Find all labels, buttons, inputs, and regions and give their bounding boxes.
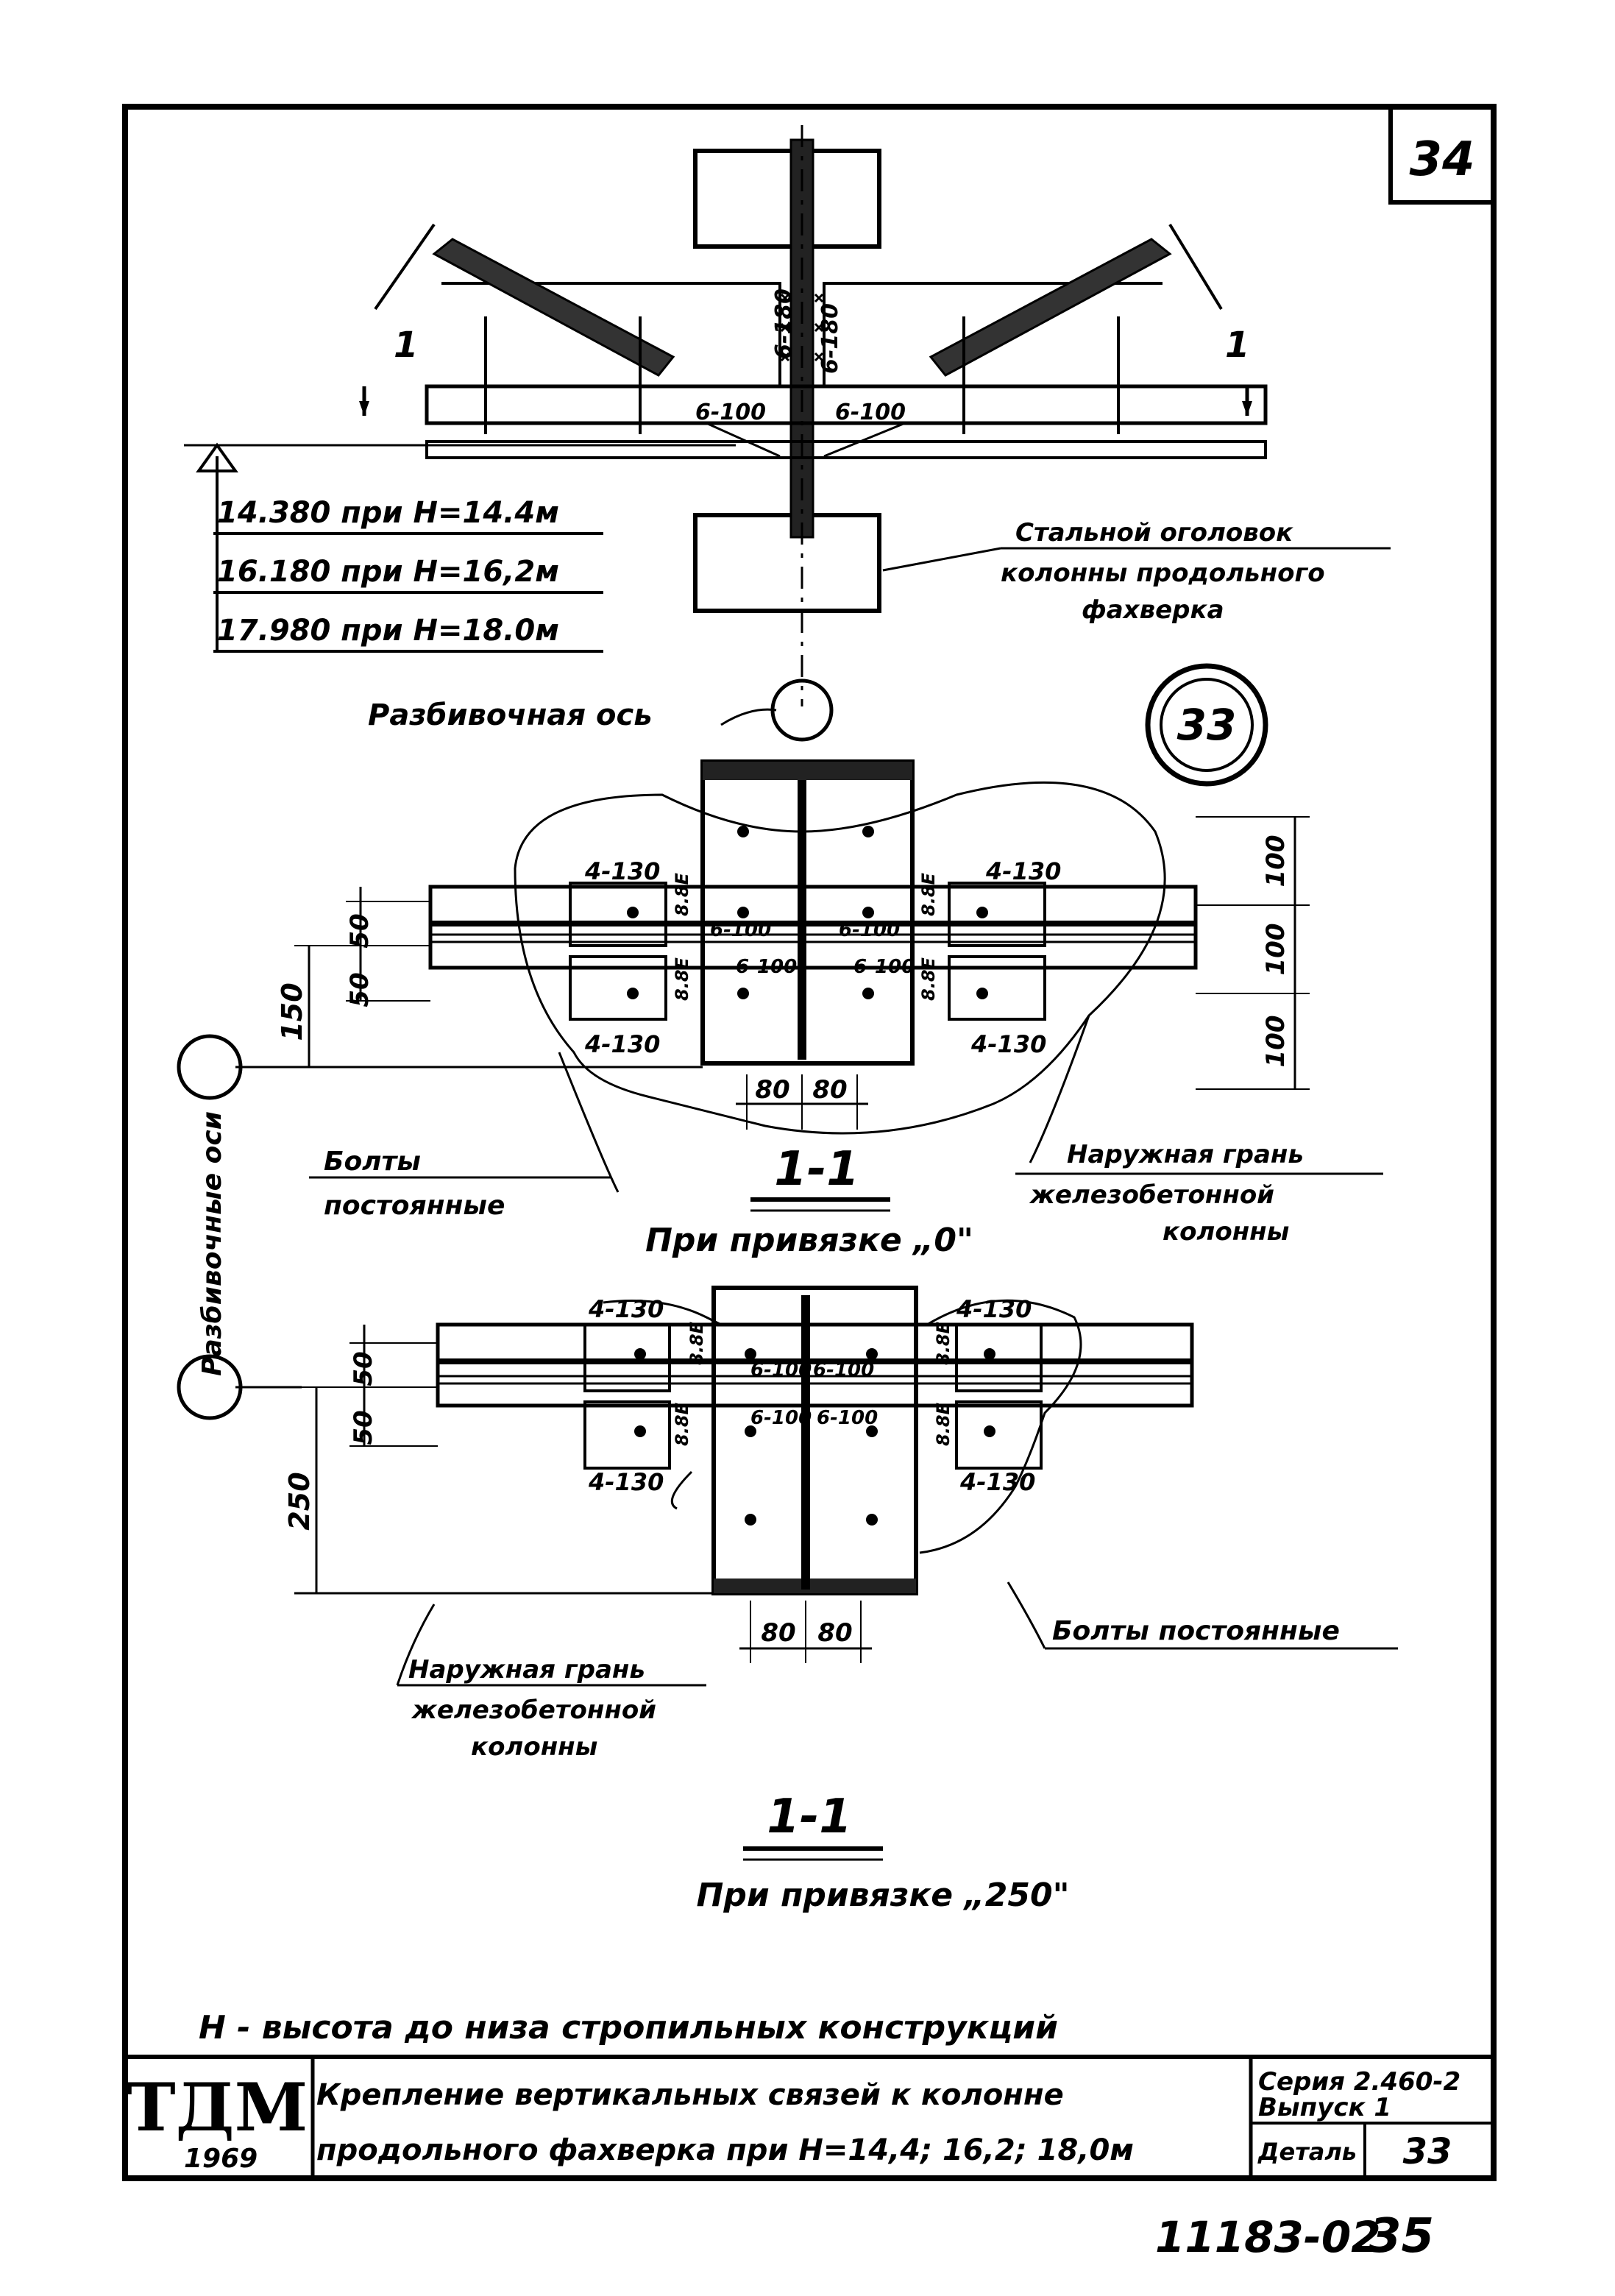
s1-bolt-88-c: 8.8Е bbox=[918, 872, 939, 916]
s1-weld-4-130-bl: 4-130 bbox=[584, 1030, 660, 1058]
s1-dim-50-a: 50 bbox=[345, 913, 375, 948]
sheet-frame bbox=[122, 104, 1497, 2181]
section-marker-right-label: 1 bbox=[1225, 325, 1249, 366]
s2-weld-6-100-d: 6-100 bbox=[817, 1407, 878, 1429]
archive-number: 11183-02 bbox=[1155, 2212, 1381, 2262]
elevation-marker bbox=[184, 442, 736, 651]
s2-bolt-88-b: 8.8Е bbox=[672, 1402, 692, 1446]
s2-weld-4-130-tl: 4-130 bbox=[588, 1295, 664, 1323]
s2-weld-6-100-a: 6-100 bbox=[750, 1359, 812, 1381]
sheet-number: 34 bbox=[1409, 132, 1474, 187]
s1-dim-50-b: 50 bbox=[345, 972, 375, 1007]
s2-dim-80-b: 80 bbox=[817, 1618, 852, 1648]
title-block-logo: ТДМ bbox=[127, 2069, 308, 2147]
section-2-bolts bbox=[634, 1348, 995, 1526]
s2-weld-4-130-tr: 4-130 bbox=[956, 1295, 1032, 1323]
footnote: Н - высота до низа стропильных конструкц… bbox=[199, 2009, 1058, 2047]
detail-circle: 33 bbox=[1145, 663, 1268, 787]
section-marker-left-label: 1 bbox=[394, 325, 418, 366]
section-1-bolts bbox=[627, 826, 988, 999]
section-1-subtitle: При привязке „0" bbox=[645, 1222, 973, 1259]
s1-weld-4-130-tr: 4-130 bbox=[985, 857, 1061, 885]
s2-weld-6-100-c: 6-100 bbox=[750, 1407, 812, 1429]
weld-label-6-180-right: 6-180 bbox=[817, 303, 843, 374]
s1-outer-face-callout: Наружная грань железобетонной колонны bbox=[1029, 1140, 1313, 1247]
s1-weld-6-100-d: 6-100 bbox=[853, 956, 915, 978]
s2-weld-6-100-b: 6-100 bbox=[813, 1359, 874, 1381]
title-block-detail-number: 33 bbox=[1403, 2131, 1452, 2172]
s1-permanent-bolts-callout: Болты постоянные bbox=[324, 1147, 505, 1221]
setting-axis-marker: Разбивочная ось bbox=[368, 678, 834, 742]
s1-dim-80-a: 80 bbox=[755, 1075, 789, 1105]
s2-dim-80-a: 80 bbox=[761, 1618, 795, 1648]
s1-weld-6-100-a: 6-100 bbox=[710, 919, 771, 941]
top-elevation-view: 6-180 6-180 6-100 6-100 1 1 14.380 при Н… bbox=[184, 125, 1391, 706]
s1-dim-100-a: 100 bbox=[1261, 835, 1291, 887]
s2-dim-250: 250 bbox=[283, 1472, 316, 1530]
s1-weld-6-100-b: 6-100 bbox=[839, 919, 900, 941]
section-marker-right: 1 bbox=[1225, 325, 1252, 416]
weld-label-6-100-left: 6-100 bbox=[695, 400, 766, 425]
web-weld-marks bbox=[780, 293, 824, 362]
s2-weld-4-130-br: 4-130 bbox=[959, 1468, 1035, 1496]
section-1-title: 1-1 bbox=[774, 1142, 859, 1197]
section-2-plan: 4-130 4-130 4-130 4-130 6-100 6-100 6-10… bbox=[177, 1286, 1194, 1663]
title-block-title-line1: Крепление вертикальных связей к колонне bbox=[316, 2078, 1064, 2112]
s2-dim-50-b: 50 bbox=[349, 1410, 378, 1445]
section-2-subtitle: При привязке „250" bbox=[697, 1877, 1070, 1914]
elevation-label-2: 16.180 при Н=16,2м bbox=[217, 555, 559, 589]
title-block: ТДМ 1969 Крепление вертикальных связей к… bbox=[125, 2055, 1494, 2178]
s1-weld-4-130-tl: 4-130 bbox=[584, 857, 660, 885]
s1-bolt-88-d: 8.8Е bbox=[918, 957, 939, 1001]
s1-dim-150: 150 bbox=[276, 982, 308, 1041]
setting-axes-label: Разбивочные оси bbox=[197, 1111, 227, 1376]
section-1-plan: 4-130 4-130 4-130 4-130 6-100 6-100 6-10… bbox=[177, 759, 1310, 1193]
title-block-detail-label: Деталь bbox=[1257, 2138, 1357, 2166]
s1-weld-4-130-br: 4-130 bbox=[970, 1030, 1046, 1058]
title-block-series: Серия 2.460-2 bbox=[1258, 2067, 1460, 2097]
weld-label-6-180-left: 6-180 bbox=[771, 288, 797, 359]
section-2-title: 1-1 bbox=[767, 1790, 852, 1844]
sheet-number-box: 34 bbox=[1388, 104, 1496, 205]
title-block-title-line2: продольного фахверка при Н=14,4; 16,2; 1… bbox=[316, 2133, 1134, 2167]
s2-weld-4-130-bl: 4-130 bbox=[588, 1468, 664, 1496]
s2-bolt-88-c: 8.8Е bbox=[933, 1321, 954, 1365]
page-number: 35 bbox=[1369, 2209, 1434, 2264]
s2-bolt-88-a: 8.8Е bbox=[686, 1321, 707, 1365]
elevation-label-3: 17.980 при Н=18.0м bbox=[217, 614, 559, 648]
s1-dim-100-b: 100 bbox=[1261, 924, 1291, 976]
elevation-label-1: 14.380 при Н=14.4м bbox=[217, 496, 559, 530]
weld-label-6-100-right: 6-100 bbox=[835, 400, 906, 425]
title-block-issue: Выпуск 1 bbox=[1258, 2093, 1391, 2122]
s2-permanent-bolts-callout: Болты постоянные bbox=[1052, 1616, 1340, 1646]
s2-bolt-88-d: 8.8Е bbox=[933, 1402, 954, 1446]
setting-axis-label: Разбивочная ось bbox=[368, 698, 652, 732]
s1-weld-6-100-c: 6-100 bbox=[736, 956, 797, 978]
s1-bolt-88-a: 8.8Е bbox=[672, 872, 692, 916]
s1-dim-100-c: 100 bbox=[1261, 1016, 1291, 1068]
s1-dim-80-b: 80 bbox=[812, 1075, 847, 1105]
s2-outer-face-callout: Наружная грань железобетонной колонны bbox=[408, 1655, 665, 1762]
s1-bolt-88-b: 8.8Е bbox=[672, 957, 692, 1001]
title-block-year: 1969 bbox=[184, 2144, 258, 2174]
s2-dim-50-a: 50 bbox=[349, 1351, 378, 1386]
section-marker-left: 1 bbox=[359, 325, 418, 416]
detail-circle-number: 33 bbox=[1177, 700, 1237, 750]
steel-cap-callout: Стальной оголовок колонны продольного фа… bbox=[1001, 518, 1333, 625]
